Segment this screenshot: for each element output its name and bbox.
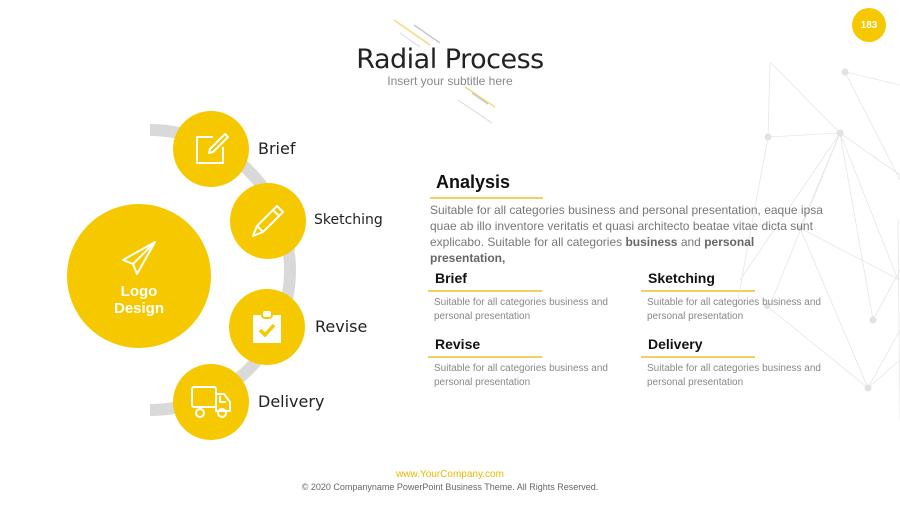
step-label-revise: Revise <box>315 317 368 336</box>
card-text-sketching: Suitable for all categories business and… <box>647 297 821 322</box>
card-text-revise: Suitable for all categories business and… <box>434 363 608 388</box>
center-label-line1: Logo <box>120 283 158 300</box>
card-text-delivery: Suitable for all categories business and… <box>647 363 821 388</box>
analysis-text: Suitable for all categories business and… <box>430 202 830 266</box>
center-label: Logo Design <box>67 283 211 317</box>
card-underline-revise <box>428 356 542 358</box>
card-underline-sketching <box>641 290 755 292</box>
card-title-brief: Brief <box>435 270 467 286</box>
analysis-text-bold1: business <box>625 235 678 249</box>
footer-copyright: © 2020 Companyname PowerPoint Business T… <box>301 482 599 492</box>
step-label-brief: Brief <box>258 139 296 158</box>
analysis-text-plain: Suitable for all categories business and… <box>430 203 823 249</box>
step-label-delivery: Delivery <box>258 392 325 411</box>
slide-title: Radial Process <box>356 44 544 75</box>
step-label-sketching: Sketching <box>314 212 383 228</box>
pencil-icon <box>252 205 284 237</box>
card-title-delivery: Delivery <box>648 336 703 352</box>
center-circle <box>67 204 211 348</box>
step-circle-delivery <box>173 364 249 440</box>
center-label-line2: Design <box>113 300 164 317</box>
step-circle-revise <box>229 289 305 365</box>
analysis-underline <box>430 197 543 199</box>
card-title-sketching: Sketching <box>648 270 715 286</box>
analysis-heading: Analysis <box>436 172 511 192</box>
footer-url[interactable]: www.YourCompany.com <box>396 469 504 480</box>
step-circle-brief <box>173 111 249 187</box>
slide-subtitle: Insert your subtitle here <box>387 74 513 88</box>
title-decoration <box>393 19 496 124</box>
card-underline-brief <box>428 290 542 292</box>
truck-icon <box>191 386 231 418</box>
card-title-revise: Revise <box>435 336 481 352</box>
card-text-brief: Suitable for all categories business and… <box>434 297 608 322</box>
analysis-text-mid: and <box>677 235 705 249</box>
card-underline-delivery <box>641 356 755 358</box>
edit-note-icon <box>196 133 229 164</box>
step-circle-sketching <box>230 183 306 259</box>
analysis-text-bold2: personal presentation, <box>430 235 755 265</box>
page-number-badge: 183 <box>852 8 886 42</box>
clipboard-check-icon <box>253 309 281 343</box>
paper-plane-icon <box>122 241 156 275</box>
